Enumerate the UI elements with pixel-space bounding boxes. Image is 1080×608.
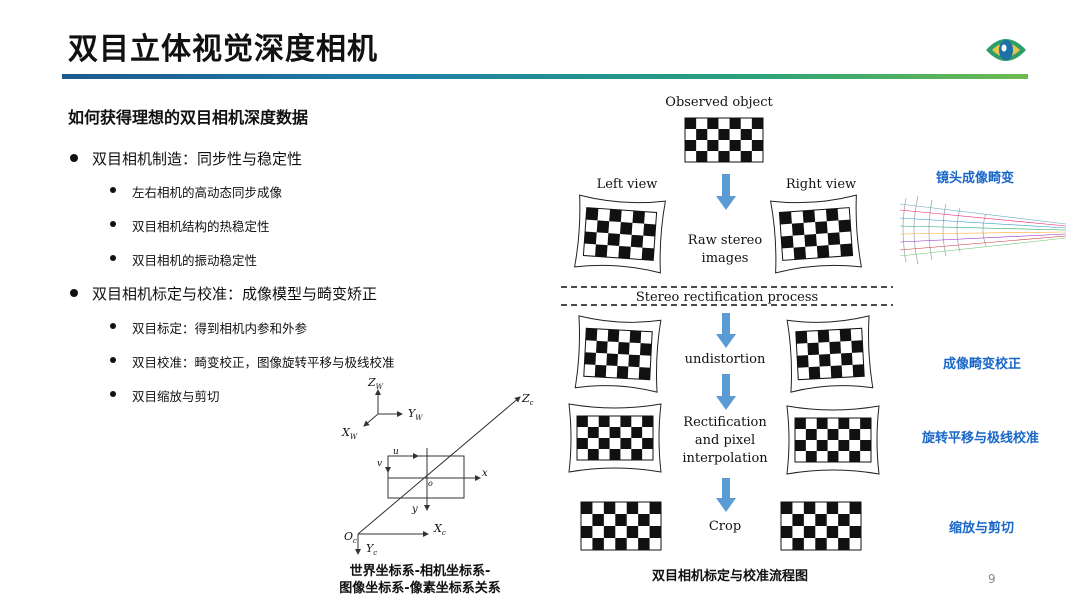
observed-object-label: Observed object (665, 95, 773, 110)
lens-distortion-label: 镜头成像畸变 (936, 171, 1015, 186)
bullet-stereo-rectify: 双目校准：畸变校正，图像旋转平移与极线校准 (110, 352, 395, 371)
rectification-flow-diagram: Observed object Left view Right view Raw… (561, 95, 893, 551)
bullet-stereo-calib: 双目标定：得到相机内参和外参 (110, 318, 307, 337)
zc-label: Zc (521, 392, 534, 407)
xc-label: Xc (433, 522, 446, 537)
title-divider (62, 74, 1028, 79)
pixel-label: and pixel (695, 433, 755, 448)
raw-images-label: images (702, 251, 749, 266)
zw-label: ZW (367, 376, 384, 391)
interpolation-label: interpolation (682, 451, 768, 466)
bullet-calibration: 双目相机标定与校准：成像模型与畸变矫正 (70, 283, 377, 304)
crop-label: Crop (709, 519, 741, 534)
oc-label: Oc (344, 530, 357, 545)
o-label: o (428, 479, 433, 488)
page-title: 双目立体视觉深度相机 (68, 32, 378, 67)
u-label: u (393, 447, 399, 457)
process-label: Stereo rectification process (636, 290, 818, 305)
lens-distortion-illustration (899, 195, 1067, 265)
bullet-scale-crop: 双目缩放与剪切 (110, 386, 220, 405)
rectification-label: Rectification (683, 415, 767, 430)
coordinate-caption: 世界坐标系-相机坐标系- 图像坐标系-像素坐标系关系 (339, 564, 501, 596)
left-undistorted-checkerboard (574, 315, 662, 393)
raw-stereo-label: Raw stereo (688, 233, 763, 248)
right-undistorted-checkerboard (786, 315, 874, 393)
right-view-label: Right view (786, 177, 856, 192)
observed-checkerboard (684, 117, 764, 163)
xw-label: XW (341, 426, 358, 441)
v-label: v (377, 459, 382, 469)
section-subtitle: 如何获得理想的双目相机深度数据 (68, 108, 309, 127)
coordinate-diagram: ZW YW XW Zc Xc Yc Oc u v x y o (341, 376, 534, 557)
bullet-thermal: 双目相机结构的热稳定性 (110, 216, 270, 235)
distortion-correction-label: 成像畸变校正 (943, 357, 1022, 372)
page-number: 9 (988, 572, 996, 586)
y-label: y (411, 504, 418, 515)
yw-label: YW (408, 407, 423, 422)
right-raw-checkerboard (769, 194, 863, 274)
x-label: x (482, 468, 488, 479)
undistortion-label: undistortion (685, 352, 766, 367)
flow-caption: 双目相机标定与校准流程图 (651, 569, 808, 584)
right-rectified-checkerboard (786, 405, 880, 475)
left-rectified-checkerboard (568, 403, 662, 473)
bullet-vibration: 双目相机的振动稳定性 (110, 250, 257, 269)
rotation-epipolar-label: 旋转平移与极线校准 (922, 431, 1040, 446)
left-raw-checkerboard (573, 194, 667, 274)
yc-label: Yc (366, 542, 377, 557)
bullet-sync: 左右相机的高动态同步成像 (110, 182, 282, 201)
bullet-manufacturing: 双目相机制造：同步性与稳定性 (70, 148, 302, 169)
left-cropped-checkerboard (580, 501, 662, 551)
left-view-label: Left view (597, 177, 658, 192)
scale-crop-label: 缩放与剪切 (949, 521, 1015, 536)
logo-icon (986, 39, 1026, 61)
right-cropped-checkerboard (780, 501, 862, 551)
